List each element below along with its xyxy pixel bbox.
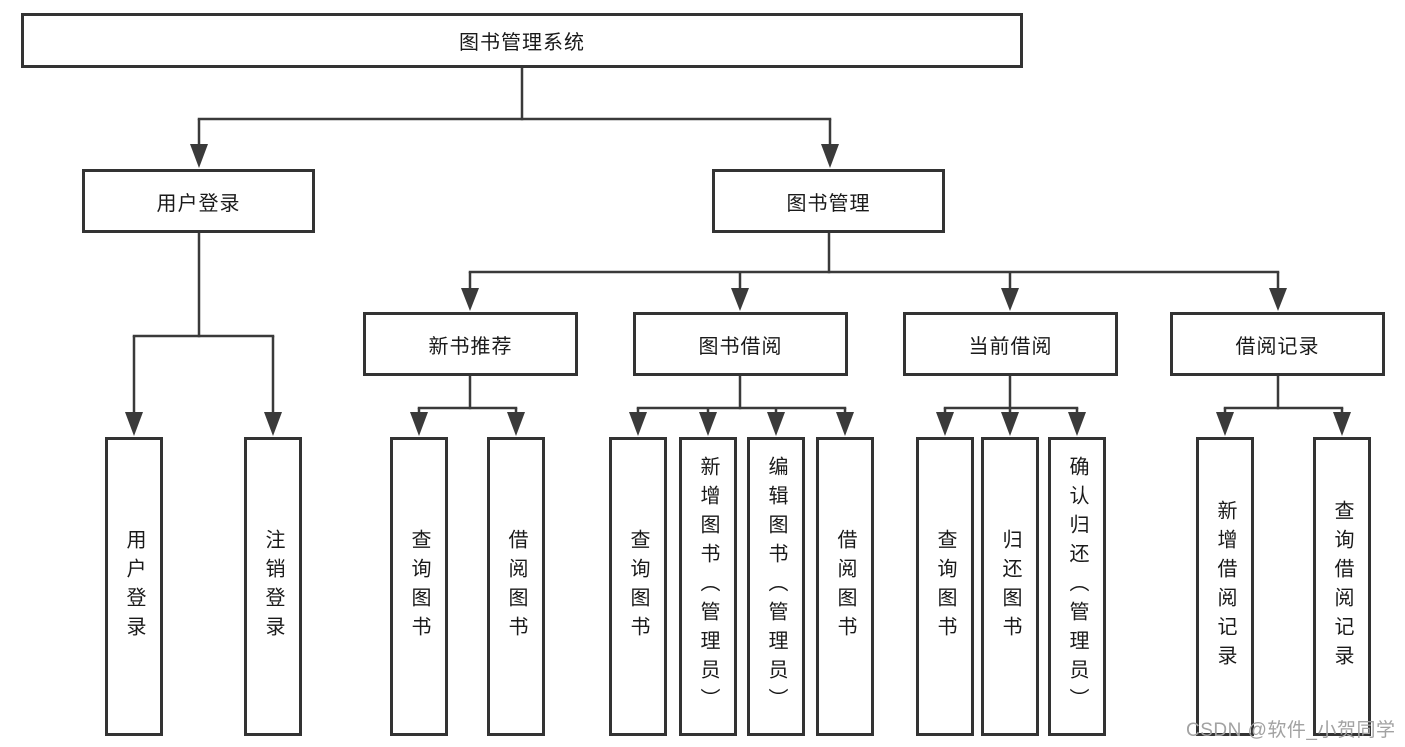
arrowhead [699,412,717,436]
node-leaf-borrow-books-1-label: 借阅图书 [505,528,527,645]
node-leaf-edit-books-admin: 编辑图书（管理员） [747,437,805,736]
node-leaf-add-books-admin: 新增图书（管理员） [679,437,737,736]
arrowhead [410,412,428,436]
node-leaf-query-books-2-label: 查询图书 [627,528,649,645]
node-leaf-query-borrow-record: 查询借阅记录 [1313,437,1371,736]
node-leaf-add-books-admin-label: 新增图书（管理员） [697,456,719,717]
node-leaf-confirm-return-admin-label: 确认归还（管理员） [1066,456,1088,717]
arrowhead [264,412,282,436]
connector-root-to-level2 [190,68,839,168]
arrowhead [731,288,749,311]
arrowhead [821,144,839,168]
node-leaf-borrow-books-1: 借阅图书 [487,437,545,736]
node-leaf-logout-label: 注销登录 [262,528,284,645]
arrowhead [1333,412,1351,436]
arrowhead [936,412,954,436]
node-leaf-logout: 注销登录 [244,437,302,736]
node-leaf-query-books-3: 查询图书 [916,437,974,736]
node-leaf-borrow-books-2-label: 借阅图书 [834,528,856,645]
arrowhead [125,412,143,436]
node-leaf-query-books-1-label: 查询图书 [408,528,430,645]
node-leaf-query-books-1: 查询图书 [390,437,448,736]
arrowhead [629,412,647,436]
arrowhead [767,412,785,436]
arrowhead [507,412,525,436]
arrowhead [1269,288,1287,311]
node-user-login: 用户登录 [82,169,315,233]
node-leaf-confirm-return-admin: 确认归还（管理员） [1048,437,1106,736]
node-leaf-user-login: 用户登录 [105,437,163,736]
connector-currentborrowing-to-leaves [936,376,1086,436]
arrowhead [190,144,208,168]
node-leaf-borrow-books-2: 借阅图书 [816,437,874,736]
node-leaf-query-borrow-record-label: 查询借阅记录 [1331,499,1353,674]
arrowhead [1068,412,1086,436]
arrowhead [461,288,479,311]
node-book-borrowing: 图书借阅 [633,312,848,376]
arrowhead [1216,412,1234,436]
node-leaf-query-books-2: 查询图书 [609,437,667,736]
node-root-library-system: 图书管理系统 [21,13,1023,68]
node-leaf-return-books-label: 归还图书 [999,528,1021,645]
csdn-watermark: CSDN @软件_小贺同学 [1186,720,1396,741]
node-leaf-add-borrow-record: 新增借阅记录 [1196,437,1254,736]
connector-userlogin-to-leaves [125,233,282,436]
node-current-borrowing: 当前借阅 [903,312,1118,376]
node-leaf-query-books-3-label: 查询图书 [934,528,956,645]
arrowhead [836,412,854,436]
node-new-book-recommend: 新书推荐 [363,312,578,376]
node-leaf-return-books: 归还图书 [981,437,1039,736]
arrowhead [1001,288,1019,311]
node-borrowing-records: 借阅记录 [1170,312,1385,376]
arrowhead [1001,412,1019,436]
node-leaf-add-borrow-record-label: 新增借阅记录 [1214,499,1236,674]
connector-borrowrecords-to-leaves [1216,376,1351,436]
node-book-management: 图书管理 [712,169,945,233]
connector-bookborrowing-to-leaves [629,376,854,436]
connector-bookmgmt-to-level3 [461,233,1287,311]
connector-newbookrec-to-leaves [410,376,525,436]
node-leaf-edit-books-admin-label: 编辑图书（管理员） [765,456,787,717]
node-leaf-user-login-label: 用户登录 [123,528,145,645]
